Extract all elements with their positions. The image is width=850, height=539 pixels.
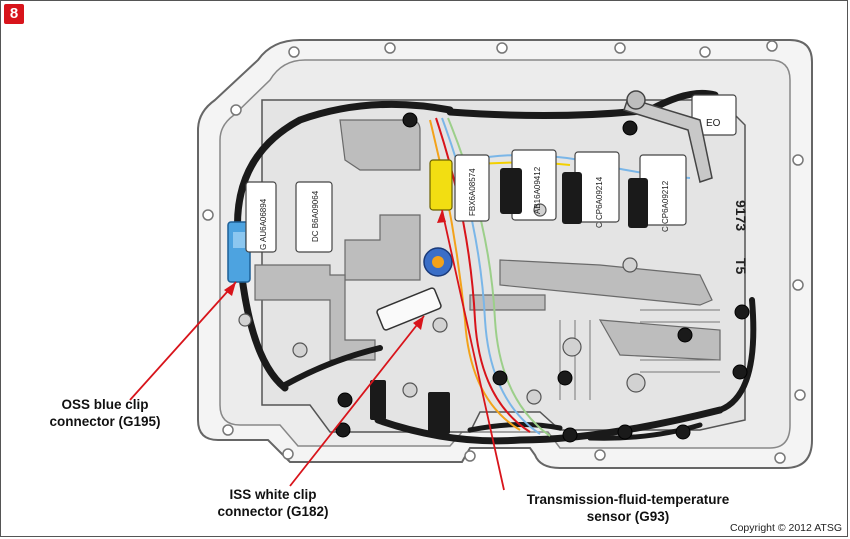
- copyright-notice: Copyright © 2012 ATSG: [729, 522, 842, 534]
- iss-leader: [289, 315, 425, 487]
- part-number-6: C CP6A09212: [661, 180, 670, 232]
- mounting-bolts: [335, 112, 750, 443]
- part-number-3: FBX6A08574: [468, 168, 477, 216]
- tft-label-text: Transmission-fluid-temperature sensor (G…: [526, 492, 730, 524]
- callout-leaders: [129, 209, 505, 491]
- tft-leader: [441, 209, 505, 491]
- detent-lever: [623, 90, 713, 183]
- solenoid-connectors: [370, 168, 648, 434]
- tft-sensor-label: Transmission-fluid-temperature sensor (G…: [510, 491, 746, 525]
- iss-white-connector: [376, 287, 442, 331]
- iss-connector-label: ISS white clip connector (G182): [198, 486, 348, 520]
- oss-leader: [129, 281, 237, 401]
- oss-connector-label: OSS blue clip connector (G195): [30, 396, 180, 430]
- part-number-4: AB16A09412: [533, 166, 542, 214]
- perimeter-bolt-holes: [202, 40, 806, 464]
- casting-mark-9173: 9173: [733, 200, 749, 231]
- iss-label-text: ISS white clip connector (G182): [217, 487, 329, 519]
- plate-bolts: [238, 203, 646, 405]
- blue-plug: [423, 247, 453, 277]
- eo-marking: EO: [706, 118, 721, 129]
- part-number-5: C CP6A09214: [595, 176, 604, 228]
- part-number-2: DC B6A09064: [311, 190, 320, 242]
- plate-ribs: [559, 309, 720, 400]
- part-number-1: G AU6A06894: [259, 198, 268, 250]
- solenoid-placards: [245, 94, 737, 253]
- figure-number-badge: 8: [4, 4, 24, 24]
- oss-label-text: OSS blue clip connector (G195): [49, 397, 161, 429]
- casting-mark-t5: T5: [733, 258, 749, 275]
- wiring-harness: [234, 89, 757, 445]
- tft-yellow-sensor: [429, 159, 453, 211]
